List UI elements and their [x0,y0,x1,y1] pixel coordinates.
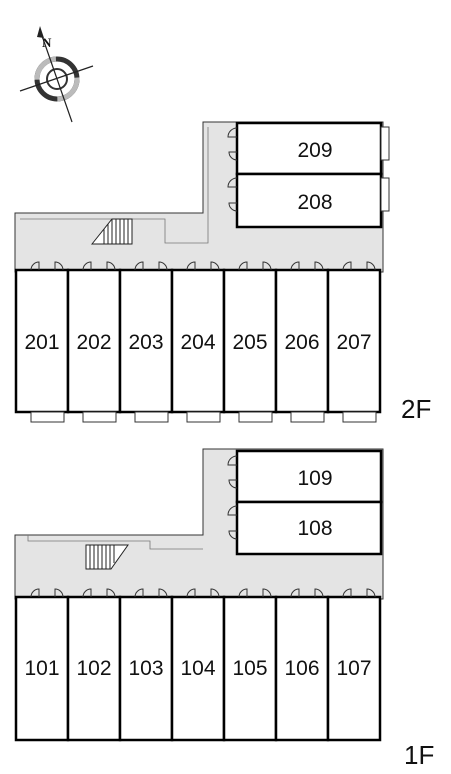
unit-204-label: 204 [180,331,215,354]
compass-inner-ring [46,68,68,90]
unit-204: 204 [170,268,226,414]
door-swings-row-1f [30,588,376,598]
unit-105: 105 [222,595,278,742]
compass-north-arrow [37,26,44,38]
unit-202-label: 202 [76,331,111,354]
unit-208: 208 [235,172,390,229]
unit-207-label: 207 [336,331,371,354]
unit-103: 103 [118,595,174,742]
unit-102: 102 [66,595,122,742]
unit-202: 202 [66,268,122,414]
corridor-railing-1f [27,535,203,550]
unit-101: 101 [14,595,70,742]
unit-106-label: 106 [284,657,319,680]
compass-north-label: N [42,35,52,50]
unit-107: 107 [326,595,382,742]
unit-209: 209 [235,121,390,176]
unit-104-label: 104 [180,657,215,680]
floor-label-2f: 2F [401,394,431,424]
door-swings-wing-2f [227,127,238,212]
unit-105-label: 105 [232,657,267,680]
unit-102-label: 102 [76,657,111,680]
staircase-icon [90,218,133,245]
unit-103-label: 103 [128,657,163,680]
unit-106: 106 [274,595,330,742]
unit-203-label: 203 [128,331,163,354]
unit-108: 108 [235,500,383,556]
floor-2f: 209 208 201 202 203 204 [14,121,431,424]
unit-205: 205 [222,268,278,414]
floor-label-1f: 1F [404,740,434,770]
unit-205-label: 205 [232,331,267,354]
floor-1f: 109 108 101 102 103 104 [14,448,434,770]
unit-101-label: 101 [24,657,59,680]
compass-cross-line [19,65,94,92]
unit-201-label: 201 [24,331,59,354]
compass-needle-line [39,29,73,123]
balcony-209 [380,126,390,161]
unit-109: 109 [235,449,383,504]
balcony-208 [380,177,390,212]
unit-206: 206 [274,268,330,414]
unit-209-label: 209 [297,139,332,162]
unit-207: 207 [326,268,382,414]
balconies-2f [30,411,377,423]
unit-108-label: 108 [297,517,332,540]
compass-rose-icon: N [19,26,94,123]
unit-203: 203 [118,268,174,414]
unit-208-label: 208 [297,191,332,214]
door-swings-wing-1f [227,455,238,540]
staircase-icon [85,544,129,570]
unit-206-label: 206 [284,331,319,354]
unit-201: 201 [14,268,70,414]
unit-109-label: 109 [297,467,332,490]
compass-ring-shade [34,56,80,102]
door-swings-row-2f [30,261,376,271]
unit-107-label: 107 [336,657,371,680]
unit-104: 104 [170,595,226,742]
